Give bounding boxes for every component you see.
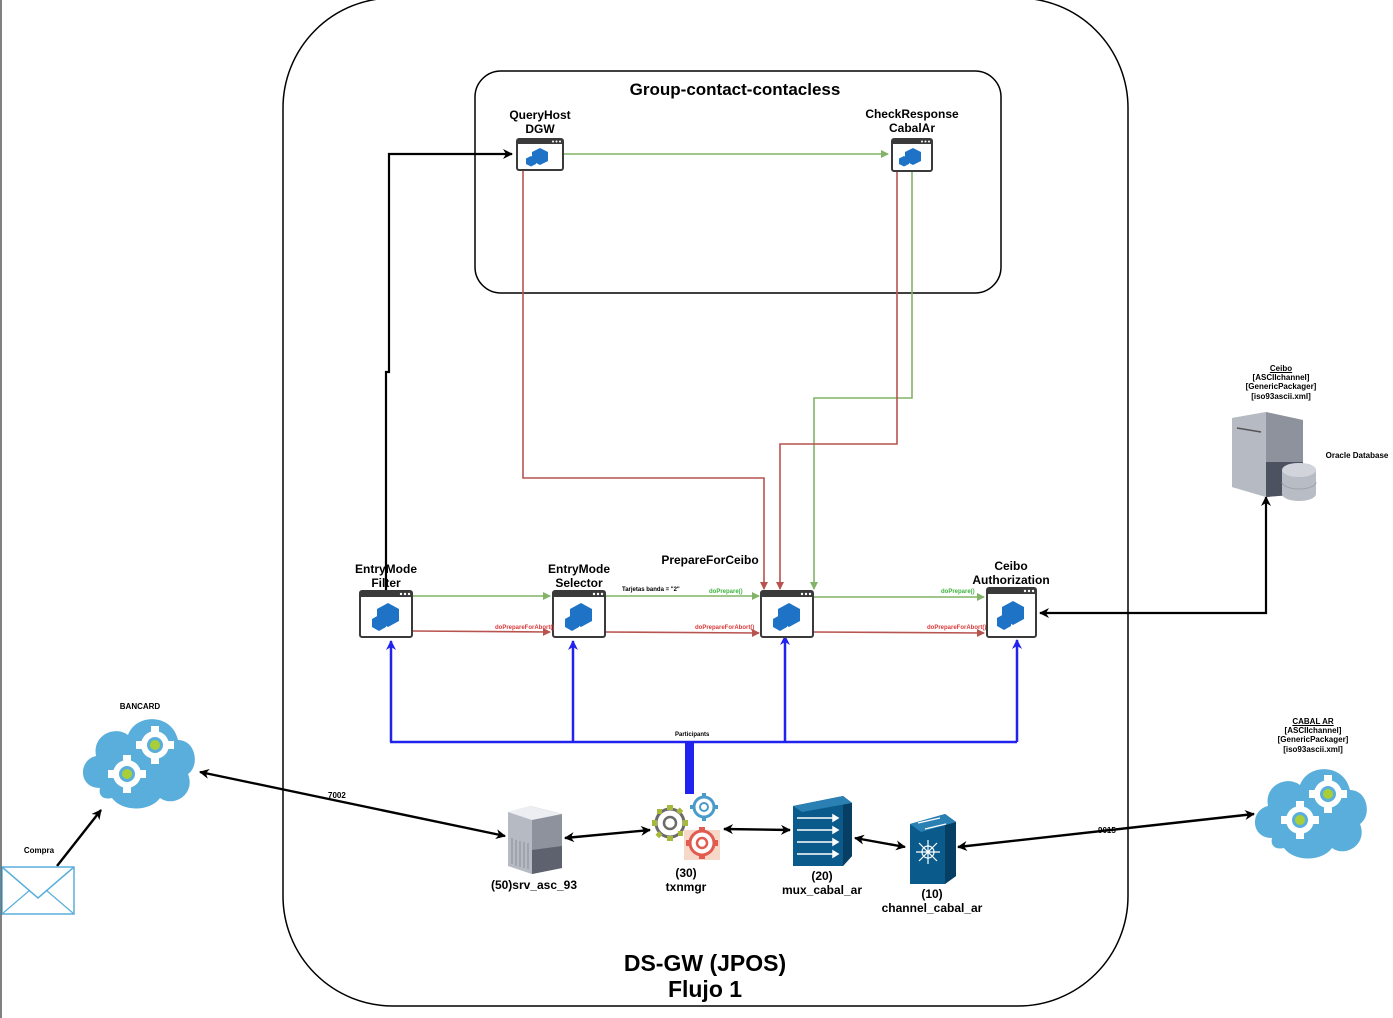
participant-entry-mode-selector[interactable] bbox=[552, 590, 606, 638]
green-edges bbox=[412, 150, 985, 601]
mux-num: (20) bbox=[811, 869, 833, 883]
ceibo-line1: [ASCIIchannel] bbox=[1252, 373, 1310, 383]
cabal-ar-cloud-icon[interactable] bbox=[1254, 769, 1367, 859]
channel-label: (10) channel_cabal_ar bbox=[872, 887, 992, 916]
do-prepare-abort-label-3: doPrepareForAbort() bbox=[927, 625, 987, 631]
txnmgr-label: (30) txnmgr bbox=[646, 866, 726, 895]
participants-stem bbox=[685, 742, 694, 794]
edge-srv-txnmgr bbox=[564, 825, 651, 843]
compra-label: Compra bbox=[23, 846, 55, 855]
participant-entry-mode-filter[interactable] bbox=[359, 590, 413, 638]
participant-ceibo-authorization[interactable] bbox=[986, 587, 1037, 638]
cabal-ar-line1: [ASCIIchannel] bbox=[1284, 726, 1342, 736]
do-prepare-abort-label-2: doPrepareForAbort() bbox=[695, 625, 755, 631]
main-title-line2: Flujo 1 bbox=[667, 976, 743, 1003]
check-response-line2: CabalAr bbox=[888, 120, 935, 135]
channel-name: channel_cabal_ar bbox=[881, 900, 983, 915]
ceibo-authorization-line2: Authorization bbox=[972, 572, 1050, 587]
bancard-cloud-icon[interactable] bbox=[82, 719, 195, 809]
do-prepare-label-1: doPrepare() bbox=[709, 589, 743, 595]
edge-filter-to-selector-red bbox=[411, 627, 551, 636]
edge-bancard-srv bbox=[199, 768, 506, 840]
cabal-ar-title: CABAL AR bbox=[1292, 717, 1334, 726]
entry-mode-selector-line1: EntryMode bbox=[547, 562, 610, 576]
mux-label: (20) mux_cabal_ar bbox=[772, 869, 872, 898]
group-title: Group-contact-contacless bbox=[629, 80, 841, 99]
edge-ceibo-db bbox=[1039, 496, 1271, 618]
gears-icon[interactable] bbox=[652, 793, 720, 860]
tarjetas-banda-label: Tarjetas banda = "2" bbox=[622, 587, 680, 593]
cabal-ar-label: CABAL AR [ASCIIchannel] [GenericPackager… bbox=[1258, 717, 1368, 754]
entry-mode-selector-label: EntryMode Selector bbox=[539, 562, 619, 591]
black-bottom-edges bbox=[56, 768, 1255, 867]
main-title: DS-GW (JPOS) Flujo 1 bbox=[600, 950, 810, 1003]
ceibo-line3: [iso93ascii.xml] bbox=[1251, 391, 1311, 401]
blue-edges bbox=[386, 635, 1022, 744]
mux-icon[interactable] bbox=[793, 796, 852, 866]
edge-txnmgr-mux bbox=[723, 824, 791, 835]
mux-name: mux_cabal_ar bbox=[781, 882, 863, 897]
ceibo-line2: [GenericPackager] bbox=[1245, 382, 1317, 392]
entry-mode-selector-line2: Selector bbox=[555, 575, 603, 590]
check-response-line1: CheckResponse bbox=[865, 107, 959, 121]
edge-check-to-prepare-green bbox=[810, 172, 913, 590]
group-contact-container bbox=[474, 70, 1002, 294]
query-host-line1: QueryHost bbox=[509, 108, 571, 122]
ceibo-server-icon[interactable] bbox=[1232, 412, 1317, 501]
check-response-label: CheckResponse CabalAr bbox=[860, 107, 964, 136]
entry-mode-filter-line1: EntryMode bbox=[354, 562, 417, 576]
prepare-for-ceibo-label: PrepareForCeibo bbox=[661, 553, 759, 567]
edge-channel-cabal bbox=[957, 810, 1255, 851]
query-host-line2: DGW bbox=[525, 121, 555, 136]
ceibo-label: Ceibo [ASCIIchannel] [GenericPackager] [… bbox=[1226, 364, 1336, 401]
participant-check-response[interactable] bbox=[891, 138, 933, 172]
channel-num: (10) bbox=[921, 887, 943, 901]
ceibo-authorization-label: Ceibo Authorization bbox=[966, 559, 1056, 588]
ceibo-title: Ceibo bbox=[1269, 364, 1293, 373]
cabal-ar-line3: [iso93ascii.xml] bbox=[1283, 744, 1343, 754]
envelope-icon[interactable] bbox=[1, 866, 75, 915]
edge-selector-to-prepare-red bbox=[604, 628, 760, 637]
edge-mux-channel bbox=[854, 834, 906, 851]
bancard-label: BANCARD bbox=[119, 702, 161, 711]
query-host-label: QueryHost DGW bbox=[500, 108, 580, 137]
txnmgr-name: txnmgr bbox=[665, 879, 707, 894]
edge-filter-to-query bbox=[384, 149, 513, 590]
oracle-label: Oracle Database bbox=[1325, 451, 1389, 460]
participants-label: Participants bbox=[675, 732, 710, 738]
do-prepare-abort-label-1: doPrepareForAbort() bbox=[495, 625, 555, 631]
participant-query-host[interactable] bbox=[516, 138, 564, 171]
ceibo-authorization-line1: Ceibo bbox=[994, 559, 1028, 573]
channel-switch-icon[interactable] bbox=[910, 814, 956, 884]
edge-check-to-prepare-red bbox=[776, 172, 898, 590]
port-9015-label: 9015 bbox=[1098, 826, 1116, 835]
edge-query-to-prepare-red bbox=[522, 171, 768, 590]
srv-label: (50)srv_asc_93 bbox=[490, 878, 578, 892]
edge-prepare-to-ceibo-red bbox=[812, 628, 985, 637]
edge-compra-bancard bbox=[56, 809, 102, 867]
entry-mode-filter-label: EntryMode Filter bbox=[346, 562, 426, 591]
do-prepare-label-2: doPrepare() bbox=[941, 589, 975, 595]
port-7002-label: 7002 bbox=[328, 791, 346, 800]
cabal-ar-line2: [GenericPackager] bbox=[1277, 735, 1349, 745]
txnmgr-num: (30) bbox=[675, 866, 697, 880]
entry-mode-filter-line2: Filter bbox=[371, 575, 401, 590]
red-edges bbox=[411, 171, 985, 637]
main-title-line1: DS-GW (JPOS) bbox=[623, 950, 787, 976]
server-icon[interactable] bbox=[508, 806, 562, 874]
participant-prepare-for-ceibo[interactable] bbox=[760, 590, 814, 638]
